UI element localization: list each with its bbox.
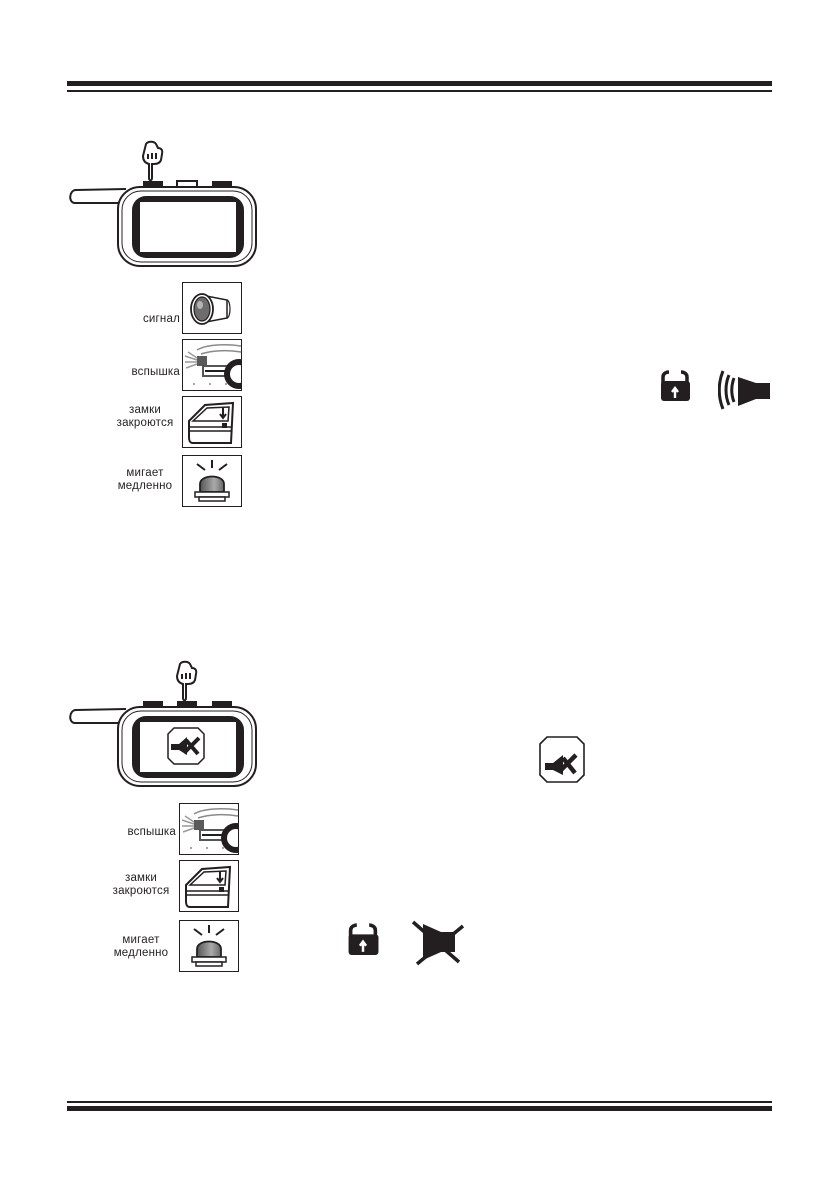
remote-keyfob <box>66 178 262 270</box>
label-line-1: замки <box>128 404 162 416</box>
remote-button-right <box>212 181 232 188</box>
padlock-icon <box>659 369 691 401</box>
label-line-1: мигает <box>122 934 160 946</box>
indicator-label-signal: сигнал <box>142 313 180 325</box>
label-line-2: закроются <box>116 417 174 429</box>
remote-button-right <box>212 701 232 708</box>
label-line-1: замки <box>124 872 158 884</box>
pointing-finger-icon <box>174 660 200 702</box>
indicator-label-blink: мигает медленно <box>106 934 176 960</box>
remote-button-left <box>143 701 163 708</box>
door-lock-icon <box>179 860 239 912</box>
remote-keyfob <box>66 698 262 790</box>
beacon-icon <box>179 920 239 972</box>
label-line-2: медленно <box>117 480 173 492</box>
label-line-1: мигает <box>126 467 164 479</box>
label-line-2: закроются <box>112 885 170 897</box>
remote-button-middle <box>177 701 197 708</box>
horn-icon <box>182 282 242 334</box>
beacon-icon <box>182 455 242 507</box>
siren-sound-icon <box>718 369 774 411</box>
indicator-label-locks: замки закроются <box>106 872 176 898</box>
indicator-label-blink: мигает медленно <box>110 467 180 493</box>
remote-button-left <box>143 181 163 188</box>
pointing-finger-icon <box>140 140 166 182</box>
indicator-label-flash: вспышка <box>131 366 180 378</box>
indicator-label-flash: вспышка <box>127 826 176 838</box>
headlight-flash-icon <box>179 803 239 855</box>
label-line-2: медленно <box>113 947 169 959</box>
padlock-icon <box>346 922 380 955</box>
siren-off-icon <box>411 920 465 966</box>
mute-siren-icon <box>539 736 585 784</box>
indicator-label-locks: замки закроются <box>110 404 180 430</box>
door-lock-icon <box>182 396 242 448</box>
headlight-flash-icon <box>182 339 242 391</box>
